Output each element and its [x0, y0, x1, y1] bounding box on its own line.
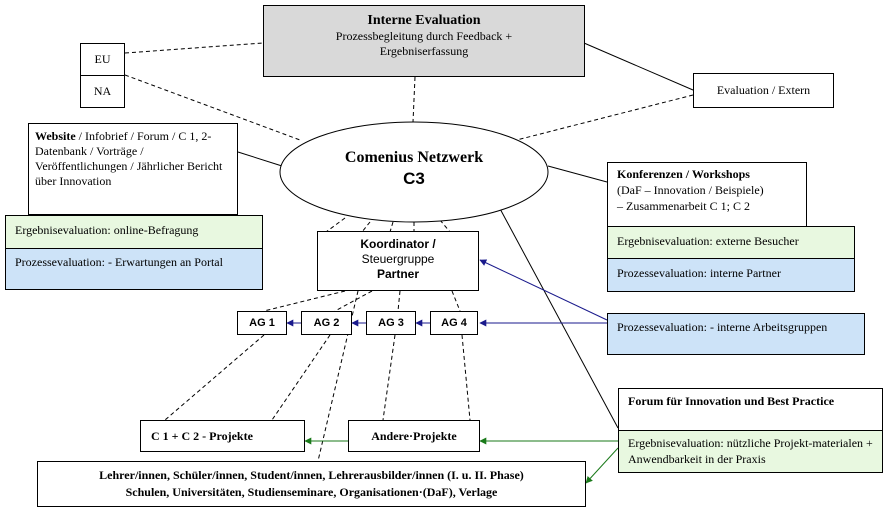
prozess-ag: Prozessevaluation: - interne Arbeitsgrup…	[617, 320, 828, 334]
bottom-line2: Schulen, Universitäten, Studienseminare,…	[125, 485, 498, 499]
ag-3-box: AG 3	[366, 311, 416, 335]
ag-1-label: AG 1	[249, 317, 275, 329]
ag-3-label: AG 3	[378, 317, 404, 329]
center-ellipse	[279, 121, 549, 223]
ag-4-box: AG 4	[430, 311, 478, 335]
website-rest: / Infobrief / Forum / C 1, 2- Datenbank …	[35, 129, 223, 188]
interne-line2: Ergebniserfassung	[379, 44, 469, 58]
konf-prozess: Prozessevaluation: interne Partner	[617, 266, 781, 280]
ag-2-label: AG 2	[313, 317, 340, 329]
konf-bold: Konferenzen / Workshops	[617, 167, 750, 181]
na-label: NA	[93, 84, 112, 98]
ag-2-box: AG 2	[301, 311, 352, 335]
bottom-line1: Lehrer/innen, Schüler/innen, Student/inn…	[99, 468, 524, 482]
interne-line1: Prozessbegleitung durch Feedback +	[335, 29, 513, 43]
konferenzen-box: Konferenzen / Workshops (DaF – Innovatio…	[607, 162, 807, 227]
forum-title: Forum für Innovation und Best Practice	[628, 394, 835, 408]
eu-label: EU	[94, 52, 111, 66]
blue-arrows	[286, 259, 608, 327]
interne-title: Interne Evaluation	[367, 13, 481, 28]
comenius-center: Comenius Netzwerk C3	[300, 148, 528, 190]
website-prozess-box: Prozessevaluation: - Erwartungen an Port…	[5, 248, 263, 290]
evaluation-extern-box: Evaluation / Extern	[693, 73, 834, 108]
center-title: Comenius Netzwerk	[344, 149, 484, 166]
eu-box: EU	[80, 43, 125, 76]
solid-connectors	[237, 42, 694, 429]
prozess-ag-box: Prozessevaluation: - interne Arbeitsgrup…	[607, 313, 865, 355]
konf-line2: (DaF – Innovation / Beispiele)	[617, 183, 764, 197]
ag-4-label: AG 4	[441, 317, 467, 329]
forum-box: Forum für Innovation und Best Practice	[618, 388, 883, 431]
konf-line3: – Zusammenarbeit C 1; C 2	[617, 199, 750, 213]
andere-projekte-box: Andere·Projekte	[348, 420, 480, 452]
c1-c2-projekte-box: C 1 + C 2 - Projekte	[140, 420, 305, 452]
ag-1-box: AG 1	[237, 311, 287, 335]
website-box: Website / Infobrief / Forum / C 1, 2- Da…	[28, 123, 238, 215]
koordinator-box: Koordinator / Steuergruppe Partner	[317, 231, 479, 291]
andere-label: Andere·Projekte	[371, 429, 457, 443]
koord-line1: Koordinator /	[360, 237, 436, 251]
extern-label: Evaluation / Extern	[716, 83, 811, 97]
forum-ergebnis: Ergebnisevaluation: nützliche Projekt-ma…	[628, 436, 873, 466]
green-arrows	[304, 437, 619, 484]
konf-prozess-box: Prozessevaluation: interne Partner	[607, 258, 855, 292]
website-ergebnis: Ergebnisevaluation: online-Befragung	[15, 223, 199, 237]
konf-ergebnis-box: Ergebnisevaluation: externe Besucher	[607, 226, 855, 259]
na-box: NA	[80, 75, 125, 108]
forum-ergebnis-box: Ergebnisevaluation: nützliche Projekt-ma…	[618, 430, 883, 473]
konf-ergebnis: Ergebnisevaluation: externe Besucher	[617, 234, 799, 248]
koord-line2: Steuergruppe	[361, 252, 435, 266]
website-bold: Website	[35, 129, 76, 143]
interne-evaluation-box: Interne Evaluation Prozessbegleitung dur…	[263, 5, 585, 77]
website-prozess: Prozessevaluation: - Erwartungen an Port…	[15, 255, 223, 269]
center-code: C3	[403, 169, 425, 188]
zielgruppen-box: Lehrer/innen, Schüler/innen, Student/inn…	[37, 461, 586, 507]
website-ergebnis-box: Ergebnisevaluation: online-Befragung	[5, 215, 263, 249]
koord-line3: Partner	[376, 267, 420, 281]
c1c2-label: C 1 + C 2 - Projekte	[151, 429, 253, 443]
